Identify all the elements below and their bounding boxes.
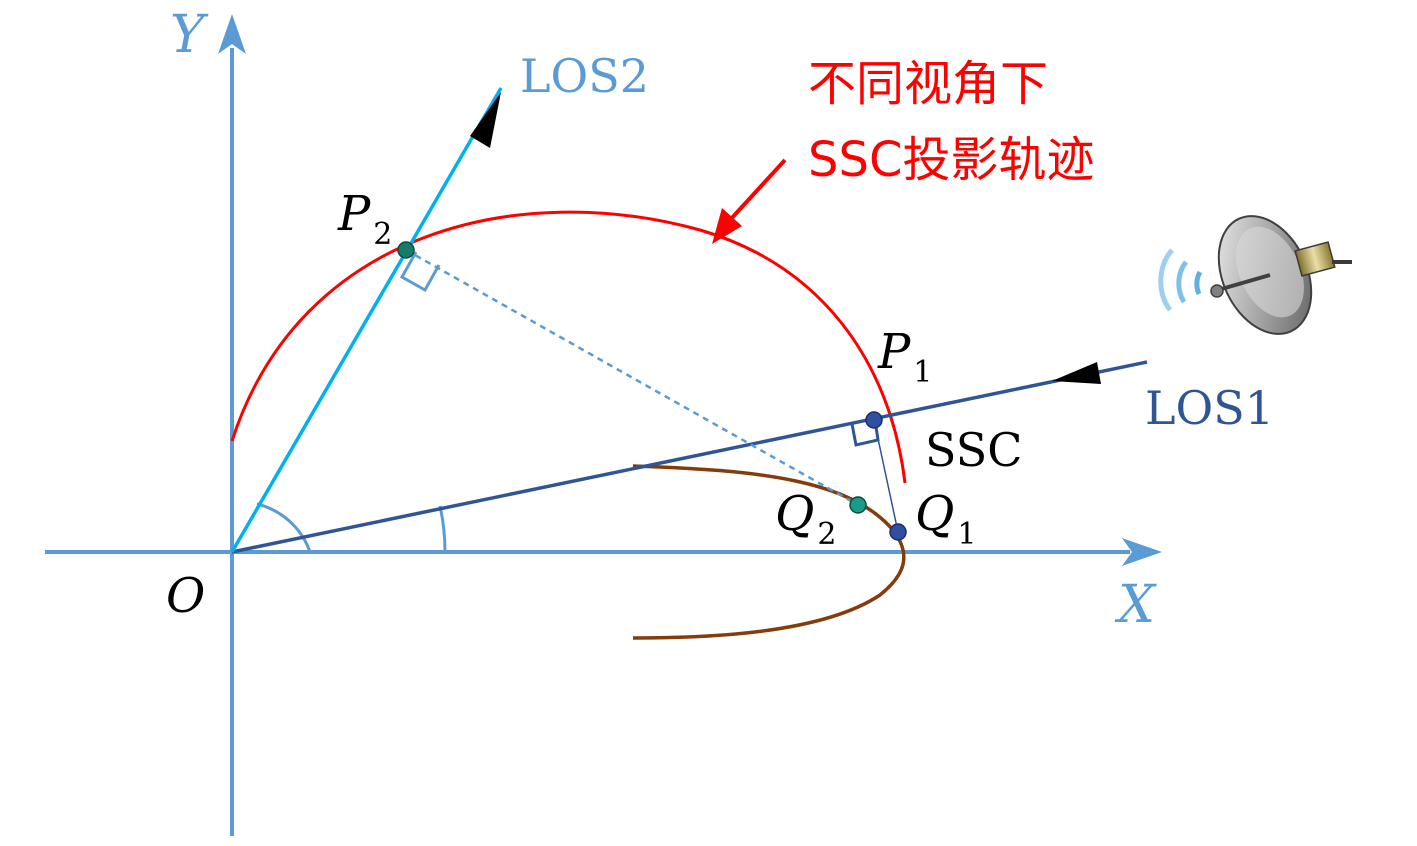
annotation-arrow-line (728, 158, 787, 222)
x-axis-label: X (1114, 575, 1157, 635)
annotation-line1: 不同视角下 (808, 56, 1048, 112)
los1-arrow-icon (1052, 362, 1101, 384)
p2-right-angle-mark (399, 251, 441, 293)
point-q2 (849, 496, 867, 514)
p2-q2-dashed-line (405, 248, 859, 507)
origin-label: O (166, 568, 205, 624)
point-q1 (889, 523, 907, 541)
y-axis-label: Y (170, 5, 209, 65)
y-axis-arrow-icon (218, 14, 246, 54)
ssc-label: SSC (925, 423, 1022, 477)
projection-arc (230, 210, 907, 484)
los2-angle-arc (256, 502, 312, 553)
axes (45, 14, 1162, 836)
los2-label: LOS2 (520, 49, 649, 103)
ssc-curve (632, 464, 906, 640)
los1-angle-arc (438, 505, 447, 553)
point-p1 (865, 411, 883, 429)
x-axis-arrow-icon (1122, 538, 1162, 566)
point-p2 (397, 241, 415, 259)
annotation-line2: SSC投影轨迹 (808, 132, 1094, 188)
los1-label: LOS1 (1145, 381, 1274, 435)
los1-line (231, 360, 1148, 554)
annotation-arrow-icon (712, 208, 742, 244)
radar-dish-icon (1158, 215, 1352, 335)
los2-line (230, 87, 503, 553)
p1-right-angle-mark (850, 419, 880, 447)
los2-arrow-icon (470, 92, 501, 148)
